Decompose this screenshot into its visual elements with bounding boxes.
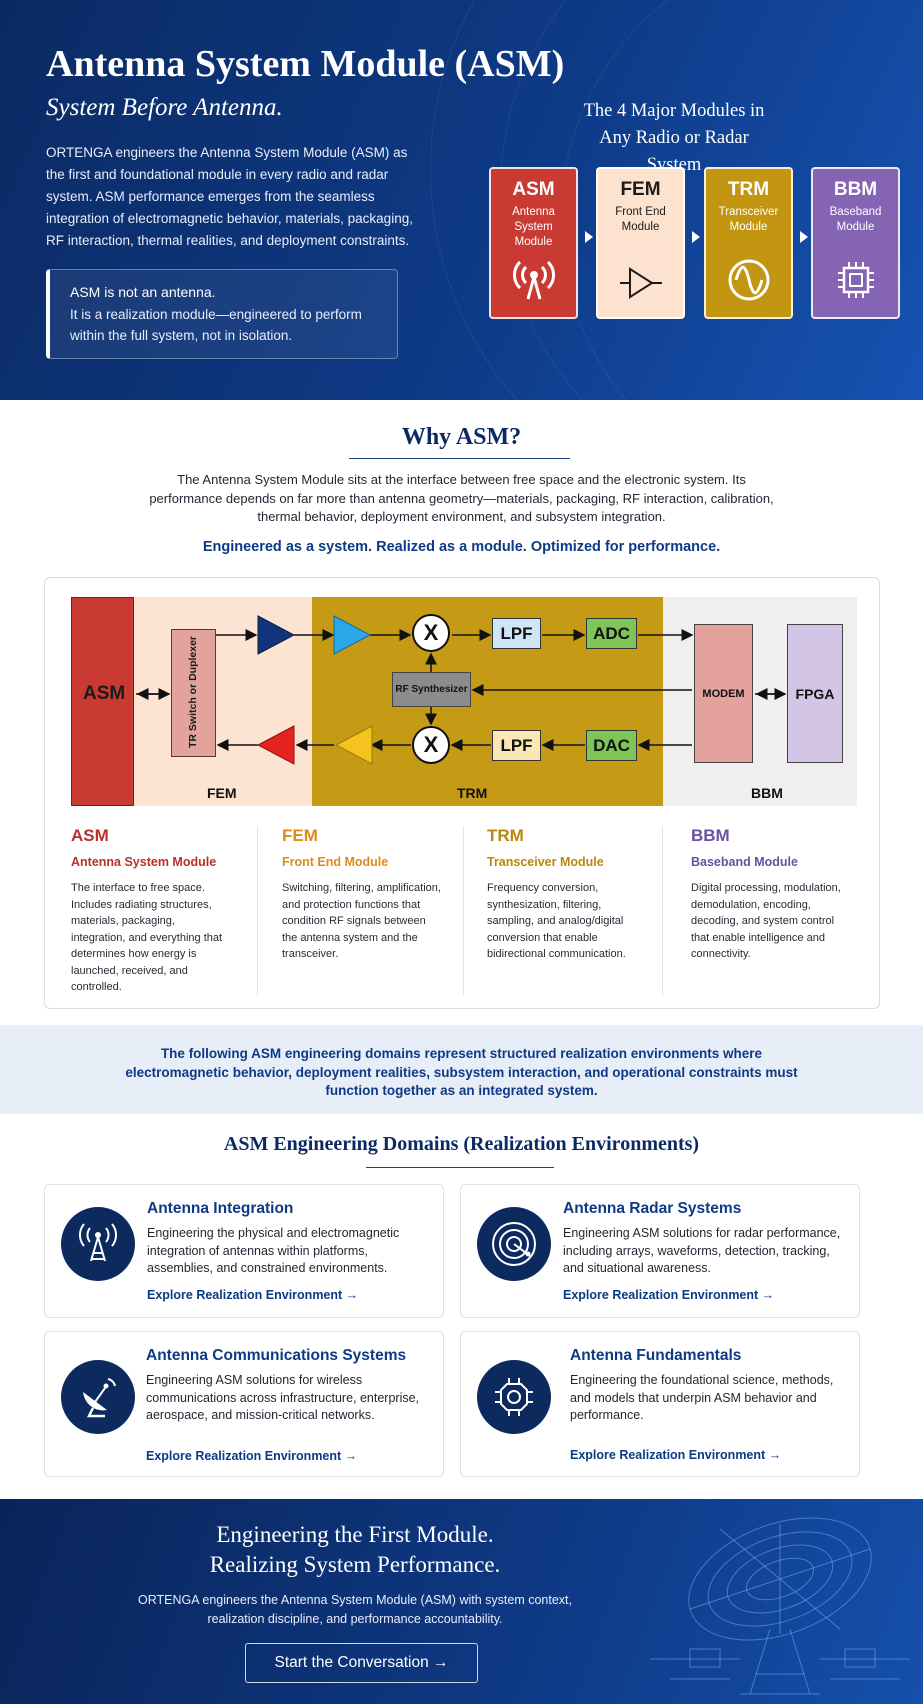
- modem-block: MODEM: [694, 624, 753, 763]
- domain-card-antenna-integration[interactable]: Antenna Integration Engineering the phys…: [44, 1184, 444, 1318]
- why-description: The Antenna System Module sits at the in…: [149, 472, 774, 524]
- explore-link[interactable]: Explore Realization Environment →: [570, 1448, 782, 1462]
- column-name-fem: Front End Module: [282, 855, 389, 869]
- explore-link[interactable]: Explore Realization Environment →: [147, 1288, 359, 1302]
- domain-description: Engineering ASM solutions for radar perf…: [563, 1226, 841, 1275]
- module-name: Antenna System Module: [512, 206, 555, 248]
- pa-driver-triangle: [334, 725, 373, 765]
- arrow-right-icon: [585, 231, 593, 243]
- column-text-bbm: Digital processing, modulation, demodula…: [691, 882, 841, 960]
- column-code-bbm: BBM: [691, 826, 730, 845]
- chip-icon: [477, 1360, 551, 1434]
- hero-description: ORTENGA engineers the Antenna System Mod…: [46, 145, 413, 248]
- module-code: TRM: [727, 179, 770, 200]
- domain-title: Antenna Radar Systems: [563, 1200, 742, 1217]
- rf-synthesizer-block: RF Synthesizer: [392, 672, 471, 707]
- module-name: Transceiver Module: [718, 206, 779, 233]
- divider: [349, 458, 570, 459]
- column-name-bbm: Baseband Module: [691, 855, 798, 869]
- column-divider: [662, 826, 663, 996]
- lna-light-triangle: [333, 615, 372, 655]
- module-card-fem[interactable]: FEM Front End Module: [596, 167, 685, 319]
- radar-dish-illustration: [650, 1517, 910, 1695]
- column-text-trm: Frequency conversion, synthesization, fi…: [487, 882, 626, 960]
- column-divider: [257, 826, 258, 996]
- page-title: Antenna System Module (ASM): [46, 43, 565, 85]
- dac-block: DAC: [586, 730, 637, 761]
- domain-title: Antenna Integration: [147, 1200, 294, 1217]
- chip-icon: [813, 257, 898, 303]
- adc-block: ADC: [586, 618, 637, 649]
- module-code: ASM: [512, 179, 555, 200]
- domain-description: Engineering the physical and electromagn…: [147, 1226, 400, 1275]
- module-name: Baseband Module: [829, 206, 882, 233]
- divider: [366, 1167, 554, 1168]
- info-band-text: The following ASM engineering domains re…: [125, 1046, 798, 1098]
- fpga-block: FPGA: [787, 624, 843, 763]
- column-name-trm: Transceiver Module: [487, 855, 604, 869]
- antenna-tower-icon: [61, 1207, 135, 1281]
- column-code-trm: TRM: [487, 826, 524, 845]
- callout-line-1: ASM is not an antenna.: [70, 284, 216, 300]
- page-subtitle: System Before Antenna.: [46, 94, 283, 121]
- info-band: [0, 1025, 923, 1114]
- tr-switch-block: [171, 629, 216, 757]
- lpf-rx-block: LPF: [492, 618, 541, 649]
- column-text-fem: Switching, filtering, amplification, and…: [282, 882, 441, 960]
- column-divider: [463, 826, 464, 996]
- domain-description: Engineering ASM solutions for wireless c…: [146, 1373, 420, 1422]
- domain-description: Engineering the foundational science, me…: [570, 1373, 834, 1422]
- amplifier-triangle-icon: [598, 263, 683, 303]
- footer-title: Engineering the First Module. Realizing …: [130, 1520, 580, 1580]
- footer-description: ORTENGA engineers the Antenna System Mod…: [138, 1593, 572, 1626]
- antenna-signal-icon: [491, 257, 576, 303]
- radar-icon: [477, 1207, 551, 1281]
- decorative-arc: [430, 0, 923, 400]
- mixer-rx: X: [412, 614, 450, 652]
- lna-dark-triangle: [257, 615, 296, 655]
- bbm-region-label: BBM: [751, 785, 783, 801]
- domain-title: Antenna Communications Systems: [146, 1347, 407, 1364]
- domain-card-antenna-radar-systems[interactable]: Antenna Radar Systems Engineering ASM so…: [460, 1184, 860, 1318]
- lpf-tx-block: LPF: [492, 730, 541, 761]
- footer-title-line-1: Engineering the First Module.: [216, 1522, 494, 1547]
- domain-card-antenna-communications-systems[interactable]: Antenna Communications Systems Engineeri…: [44, 1331, 444, 1477]
- start-conversation-button[interactable]: Start the Conversation →: [245, 1643, 478, 1683]
- pa-triangle: [256, 725, 295, 765]
- module-code: FEM: [620, 179, 661, 200]
- module-code: BBM: [833, 179, 878, 200]
- domains-title: ASM Engineering Domains (Realization Env…: [223, 1133, 700, 1155]
- module-card-asm[interactable]: ASM Antenna System Module: [489, 167, 578, 319]
- why-tagline: Engineered as a system. Realized as a mo…: [202, 539, 721, 555]
- module-name: Front End Module: [615, 206, 666, 233]
- satellite-dish-icon: [61, 1360, 135, 1434]
- module-card-bbm[interactable]: BBM Baseband Module: [811, 167, 900, 319]
- column-code-asm: ASM: [71, 826, 109, 845]
- footer-title-line-2: Realizing System Performance.: [209, 1552, 501, 1577]
- asm-block-label: ASM: [83, 683, 126, 704]
- explore-link[interactable]: Explore Realization Environment →: [563, 1288, 775, 1302]
- fem-region-label: FEM: [207, 785, 237, 801]
- callout-box: ASM is not an antenna. It is a realizati…: [46, 269, 398, 359]
- modules-title: The 4 Major Modules in Any Radio or Rada…: [583, 101, 765, 175]
- asm-block: [71, 597, 134, 806]
- mixer-tx: X: [412, 726, 450, 764]
- column-name-asm: Antenna System Module: [71, 855, 217, 869]
- callout-line-2: It is a realization module—engineered to…: [70, 307, 362, 343]
- column-text-asm: The interface to free space. Includes ra…: [71, 882, 223, 993]
- explore-link[interactable]: Explore Realization Environment →: [146, 1449, 358, 1463]
- arrow-right-icon: [692, 231, 700, 243]
- trm-region-label: TRM: [457, 785, 488, 801]
- sine-wave-icon: [706, 257, 791, 303]
- module-card-trm[interactable]: TRM Transceiver Module: [704, 167, 793, 319]
- why-title: Why ASM?: [401, 424, 522, 450]
- domain-card-antenna-fundamentals[interactable]: Antenna Fundamentals Engineering the fou…: [460, 1331, 860, 1477]
- arrow-right-icon: [800, 231, 808, 243]
- column-code-fem: FEM: [282, 826, 318, 845]
- footer-cta-section: [0, 1499, 923, 1704]
- domain-title: Antenna Fundamentals: [570, 1347, 742, 1364]
